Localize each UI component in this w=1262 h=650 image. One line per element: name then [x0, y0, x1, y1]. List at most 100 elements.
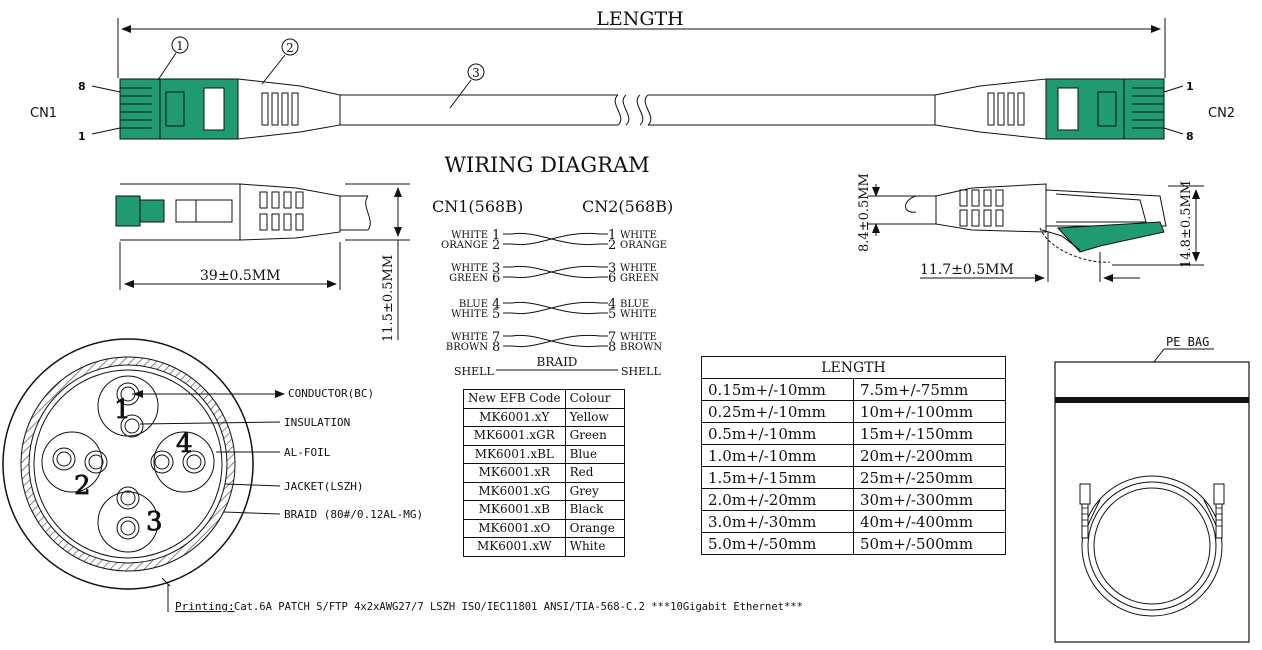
right-height-small-dimension: 8.4±0.5MM	[857, 173, 900, 252]
length-cell: 10m+/-100mm	[853, 400, 1006, 423]
wire-left-pin: 4	[492, 297, 500, 312]
wire-left-colour: BROWN	[446, 342, 488, 353]
length-cell: 1.5m+/-15mm	[701, 466, 854, 489]
wire-left-pin: 1	[492, 228, 500, 243]
cn2-header: CN2(568B)	[582, 197, 673, 216]
wire-left-colour: WHITE	[451, 230, 488, 241]
wire-right-colour: GREEN	[620, 273, 659, 284]
cn1-header: CN1(568B)	[432, 197, 523, 216]
right-height-large-dimension: 14.8±0.5MM	[1112, 181, 1204, 268]
pe-bag-drawing: PE BAG	[1054, 335, 1250, 643]
left-length-dimension: 39±0.5MM	[119, 242, 341, 290]
braid-label: BRAID	[537, 355, 578, 369]
wire-left-pin: 7	[492, 330, 500, 345]
wire-left-colour: WHITE	[451, 309, 488, 320]
right-length-dimension: 11.7±0.5MM	[920, 232, 1140, 282]
right-plug-top-view: 1 8	[934, 78, 1194, 143]
length-cell: 5.0m+/-50mm	[701, 532, 854, 555]
code-cell: MK6001.xBL	[463, 444, 566, 464]
braid-layer-label: BRAID (80#/0.12AL-MG)	[284, 508, 423, 521]
code-cell: MK6001.xW	[463, 537, 566, 557]
wire-left-colour: BLUE	[459, 299, 488, 310]
wire-right-pin: 7	[608, 330, 616, 345]
wire-left-colour: ORANGE	[441, 240, 488, 251]
wire-right-pin: 6	[608, 271, 616, 286]
left-height-value: 11.5±0.5MM	[381, 255, 396, 342]
wire-right-pin: 2	[608, 238, 616, 253]
length-title: LENGTH	[596, 8, 684, 30]
wiring-diagram-title: WIRING DIAGRAM	[444, 153, 649, 177]
length-table-title: LENGTH	[701, 356, 1006, 379]
cross-section-leaders	[132, 390, 285, 515]
svg-text:3: 3	[472, 66, 480, 80]
pin-1-right-label: 1	[1186, 80, 1194, 93]
wire-right-colour: WHITE	[620, 263, 657, 274]
length-cell: 30m+/-300mm	[853, 488, 1006, 511]
wiring-pair-crossings	[511, 232, 601, 348]
pair-3-number: 3	[146, 507, 163, 537]
pin-1-left-label: 1	[78, 130, 86, 143]
svg-text:1: 1	[176, 39, 184, 53]
length-cell: 40m+/-400mm	[853, 510, 1006, 533]
conductor-label: CONDUCTOR(BC)	[288, 387, 374, 400]
colour-cell: Orange	[564, 518, 625, 538]
pe-bag-label: PE BAG	[1166, 335, 1209, 349]
length-cell: 0.15m+/-10mm	[701, 378, 854, 401]
length-cell: 2.0m+/-20mm	[701, 488, 854, 511]
colour-cell: Green	[564, 426, 625, 446]
svg-text:2: 2	[286, 41, 294, 55]
wire-right-colour: BLUE	[620, 299, 649, 310]
pin-8-left-label: 8	[78, 80, 86, 93]
wire-right-colour: WHITE	[620, 230, 657, 241]
pair-1-number: 1	[114, 395, 131, 425]
pair-2-number: 2	[74, 471, 91, 501]
wire-left-pin: 3	[492, 261, 500, 276]
wire-right-pin: 1	[608, 228, 616, 243]
code-cell: MK6001.xR	[463, 463, 566, 483]
cable-cross-section: 1 2 3 4	[2, 338, 254, 590]
right-height-small-value: 8.4±0.5MM	[857, 173, 872, 252]
left-height-dimension: 11.5±0.5MM	[345, 183, 410, 342]
code-cell: New EFB Code	[463, 389, 566, 409]
length-cell: 15m+/-150mm	[853, 422, 1006, 445]
shell-left-label: SHELL	[454, 365, 494, 378]
foil-label: AL-FOIL	[284, 446, 331, 459]
wire-left-colour: WHITE	[451, 263, 488, 274]
cn1-label: CN1	[30, 106, 57, 121]
wire-left-colour: GREEN	[449, 273, 488, 284]
wire-left-colour: WHITE	[451, 332, 488, 343]
right-height-large-value: 14.8±0.5MM	[1179, 181, 1194, 268]
colour-cell: Yellow	[564, 407, 625, 427]
cn2-label: CN2	[1208, 106, 1235, 121]
wire-right-pin: 4	[608, 297, 616, 312]
length-cell: 0.5m+/-10mm	[701, 422, 854, 445]
length-cell: 7.5m+/-75mm	[853, 378, 1006, 401]
right-plug-side-view	[900, 183, 1167, 263]
callout-1: 1	[157, 36, 189, 81]
code-cell: MK6001.xB	[463, 500, 566, 520]
callout-3: 3	[449, 63, 485, 109]
length-dimension: LENGTH	[117, 6, 1166, 78]
wire-left-pin: 6	[492, 271, 500, 286]
wire-left-pin: 8	[492, 340, 500, 355]
wire-right-pin: 5	[608, 307, 616, 322]
code-cell: MK6001.xY	[463, 407, 566, 427]
